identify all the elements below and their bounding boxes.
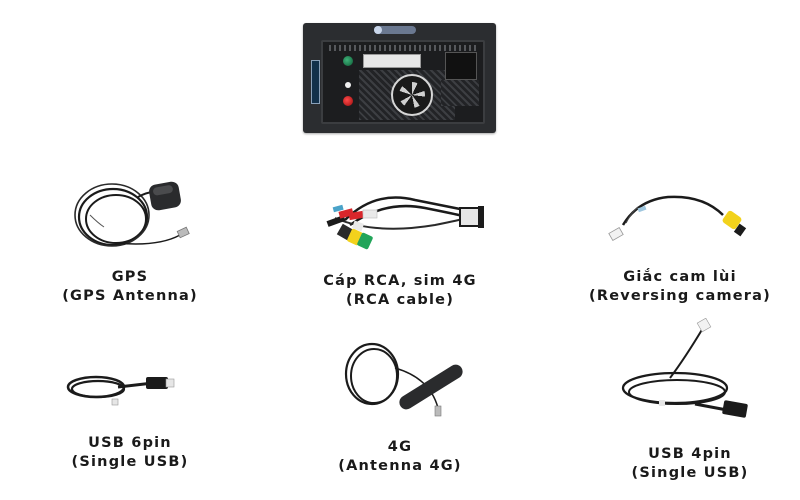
accessory-subtitle: (Single USB): [631, 465, 749, 481]
accessory-label-usb-4pin: USB 4pin (Single USB): [600, 445, 780, 483]
head-unit-image: [303, 23, 496, 133]
accessory-label-reversing-camera: Giắc cam lùi (Reversing camera): [570, 268, 790, 306]
green-antenna-port: [343, 56, 353, 66]
white-connector-port: [363, 54, 421, 68]
4g-antenna-image: [344, 342, 463, 417]
accessory-subtitle: (Reversing camera): [589, 288, 771, 304]
accessory-subtitle: (Single USB): [71, 454, 189, 470]
cooling-fan-icon: [391, 74, 433, 116]
serial-sticker: [311, 60, 320, 104]
accessory-title: Giắc cam lùi: [623, 269, 737, 285]
main-connector-port: [445, 52, 477, 80]
usb-6pin-cable-image: [66, 375, 175, 406]
rca-cable-image: [326, 196, 484, 250]
red-port: [343, 96, 353, 106]
accessory-title: GPS: [111, 269, 149, 285]
back-panel: [321, 40, 485, 124]
usb-4pin-cable-image: [621, 318, 748, 418]
brand-logo: [374, 26, 416, 34]
accessory-title: USB 6pin: [88, 435, 172, 451]
vent-grille: [329, 45, 477, 51]
accessory-subtitle: (RCA cable): [345, 292, 455, 308]
accessory-subtitle: (Antenna 4G): [338, 458, 462, 474]
accessory-title: USB 4pin: [648, 446, 732, 462]
reversing-camera-cable-image: [608, 195, 747, 242]
white-port: [345, 82, 351, 88]
gps-antenna-image: [74, 181, 190, 247]
heatsink-side: [441, 80, 479, 106]
accessory-label-gps: GPS (GPS Antenna): [40, 268, 220, 306]
accessory-label-usb-6pin: USB 6pin (Single USB): [40, 434, 220, 472]
accessory-subtitle: (GPS Antenna): [62, 288, 198, 304]
accessory-label-4g: 4G (Antenna 4G): [320, 438, 480, 476]
accessory-title: 4G: [387, 439, 413, 455]
accessory-label-rca: Cáp RCA, sim 4G (RCA cable): [300, 272, 500, 310]
accessory-title: Cáp RCA, sim 4G: [323, 273, 477, 289]
